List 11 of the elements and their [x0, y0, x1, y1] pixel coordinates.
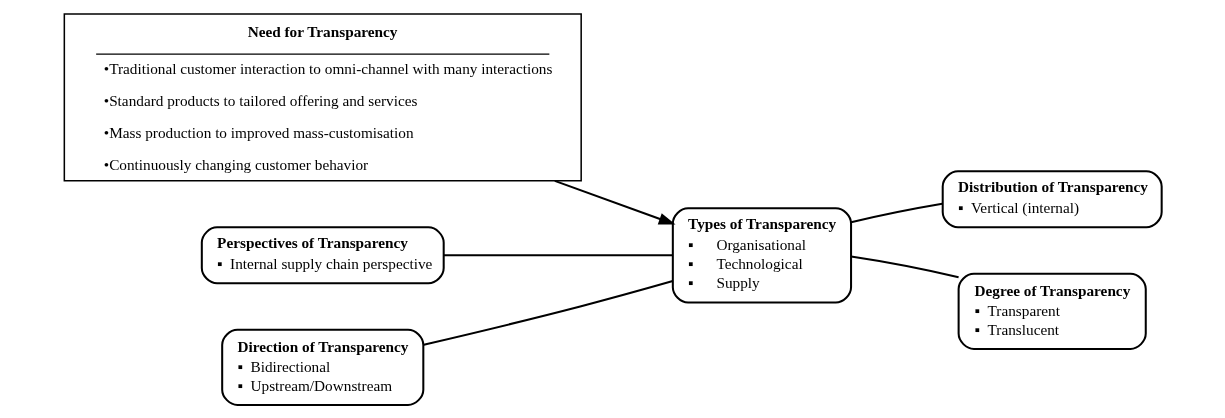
node-box: Perspectives of Transparency ▪ Internal supply chain perspective — [200, 225, 445, 284]
node-box: Types of Transparency ▪ Organisational ▪ Technological ▪ Supply — [671, 206, 852, 303]
connector — [850, 202, 942, 223]
node-box: Degree of Transparency ▪ Transparent ▪ Translucent — [957, 272, 1147, 350]
arrow — [553, 179, 676, 225]
node-box: Need for Transparency •Traditional customer interaction to omni-channel with many interactions •Standard products to tailored offering and services •Mass production to improved mass-customisation •Continuously changing customer behavior — [63, 12, 582, 182]
connector — [443, 253, 673, 256]
node-box: Direction of Transparency ▪ Bidirectional ▪ Upstream/Downstream — [220, 328, 424, 406]
node-box: Distribution of Transparency ▪ Vertical (internal) — [941, 169, 1163, 228]
connector — [423, 279, 673, 346]
connector — [850, 254, 959, 278]
